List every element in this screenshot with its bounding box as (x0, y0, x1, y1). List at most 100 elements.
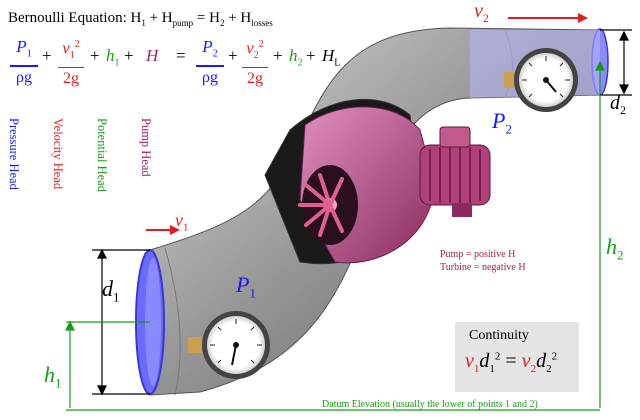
eq-velocity-head-1: v12 2g (58, 36, 84, 88)
eq-p1-sub: 1 (26, 48, 32, 60)
cont-d1-sub: 1 (489, 363, 495, 375)
label-p2: P2 (492, 108, 512, 137)
label-p2-letter: P (492, 108, 506, 133)
cont-eq: = (505, 350, 517, 372)
eq-rhog1: ρg (16, 68, 32, 86)
pressure-gauge-1-icon (188, 311, 270, 379)
label-p1-sub: 1 (249, 285, 256, 301)
title-h2-sub: 2 (219, 18, 225, 28)
eq-h1-letter: h (106, 46, 115, 65)
continuity-title: Continuity (469, 328, 529, 343)
eq-pressure-head-1: P1 ρg (10, 38, 38, 87)
eq-p2: P (202, 37, 213, 56)
pump-note: Pump = positive H (440, 249, 516, 260)
label-v2: v2 (474, 0, 489, 26)
eq-velocity-head-2: v22 2g (242, 36, 268, 88)
label-h1-letter: h (44, 362, 55, 387)
eq-v1: v (62, 38, 70, 58)
label-h2-sub: 2 (617, 247, 624, 263)
pressure-gauge-2-icon (504, 48, 578, 112)
cont-v2: v (521, 350, 531, 372)
cont-d1: d (479, 350, 490, 372)
inlet-inner (145, 258, 161, 386)
title-plus-pump: + H (145, 10, 173, 26)
datum-label: Datum Elevation (usually the lower of po… (322, 399, 538, 410)
label-velocity-head: Velocity Head (51, 118, 65, 190)
velocity-arrow-1-icon (146, 225, 180, 235)
eq-h1: h1 (106, 46, 120, 68)
eq-p2-sub: 2 (212, 48, 218, 60)
continuity-box: Continuity v1d12 = v2d22 (455, 322, 579, 392)
label-p1-letter: P (236, 272, 250, 297)
cont-d2: d (536, 350, 547, 372)
eq-h2-letter: h (289, 46, 298, 65)
d2-dimension-icon (600, 29, 632, 96)
eq-v2: v (246, 38, 254, 58)
eq-v2-sub: 2 (253, 50, 259, 62)
title-h1-sub: 1 (141, 18, 146, 28)
eq-v1-sq: 2 (74, 39, 80, 50)
eq-v2-sq: 2 (258, 39, 264, 50)
eq-hl-sub: L (334, 57, 341, 69)
title-prefix: Bernoulli Equation: (8, 10, 131, 26)
eq-losses: HL (322, 46, 340, 68)
eq-h2: h2 (289, 46, 303, 68)
impeller-icon (298, 173, 344, 237)
eq-rhog2: ρg (202, 68, 218, 86)
label-h2-letter: h (606, 234, 617, 259)
label-v1: v1 (175, 210, 189, 234)
turbine-note: Turbine = negative H (440, 262, 526, 273)
eq-plus-3: + (124, 46, 134, 65)
pump-motor (419, 126, 491, 217)
eq-2g-2: 2g (247, 70, 263, 88)
title-h1: H (130, 10, 142, 26)
eq-plus-6: + (306, 46, 316, 65)
eq-pump-h: H (146, 46, 159, 65)
continuity-equation: v1d12 = v2d22 (465, 350, 557, 375)
eq-plus-5: + (273, 46, 283, 65)
label-potential-head: Potential Head (95, 118, 109, 192)
cont-v1-sub: 1 (473, 363, 480, 375)
label-d2: d2 (610, 92, 626, 118)
eq-plus-2: + (90, 46, 100, 65)
label-h1-sub: 1 (55, 375, 62, 391)
eq-plus-1: + (42, 46, 52, 65)
eq-hl-letter: H (322, 46, 335, 65)
cont-sq1: 2 (494, 350, 501, 363)
label-d1-sub: 1 (113, 289, 120, 305)
cont-v1: v (465, 350, 474, 372)
eq-v1-sub: 1 (69, 50, 75, 62)
label-v2-letter: v (474, 0, 483, 22)
eq-equals: = (176, 46, 186, 65)
title-equals-h2: = H (193, 10, 220, 26)
title-pump-sub: pump (172, 18, 194, 28)
velocity-arrow-2-icon (508, 13, 588, 23)
label-p1: P1 (236, 272, 256, 301)
label-d1-letter: d (102, 276, 113, 301)
title-losses-sub: losses (251, 18, 273, 28)
label-v2-sub: 2 (482, 11, 489, 25)
label-h2: h2 (606, 234, 624, 263)
label-h1: h1 (44, 362, 62, 391)
pipe-seam-1 (164, 247, 181, 396)
label-pressure-head: Pressure Head (7, 118, 21, 190)
eq-p1: P (16, 37, 27, 56)
label-d2-letter: d (610, 92, 620, 114)
cont-sq2: 2 (551, 350, 558, 363)
eq-2g-1: 2g (63, 70, 79, 88)
eq-plus-4: + (228, 46, 238, 65)
eq-h2-sub: 2 (297, 57, 303, 69)
h1-dimension-icon (65, 320, 150, 408)
label-v1-letter: v (175, 210, 183, 230)
eq-h1-sub: 1 (114, 57, 120, 69)
label-pump-head: Pump Head (139, 118, 153, 177)
page-title: Bernoulli Equation: H1 + Hpump = H2 + Hl… (8, 10, 273, 28)
label-v1-sub: 1 (183, 221, 189, 234)
label-d2-sub: 2 (620, 103, 626, 117)
h2-dimension-icon (595, 60, 605, 408)
cont-v2-sub: 2 (530, 363, 537, 375)
label-p2-sub: 2 (505, 121, 512, 137)
eq-pressure-head-2: P2 ρg (196, 38, 224, 87)
